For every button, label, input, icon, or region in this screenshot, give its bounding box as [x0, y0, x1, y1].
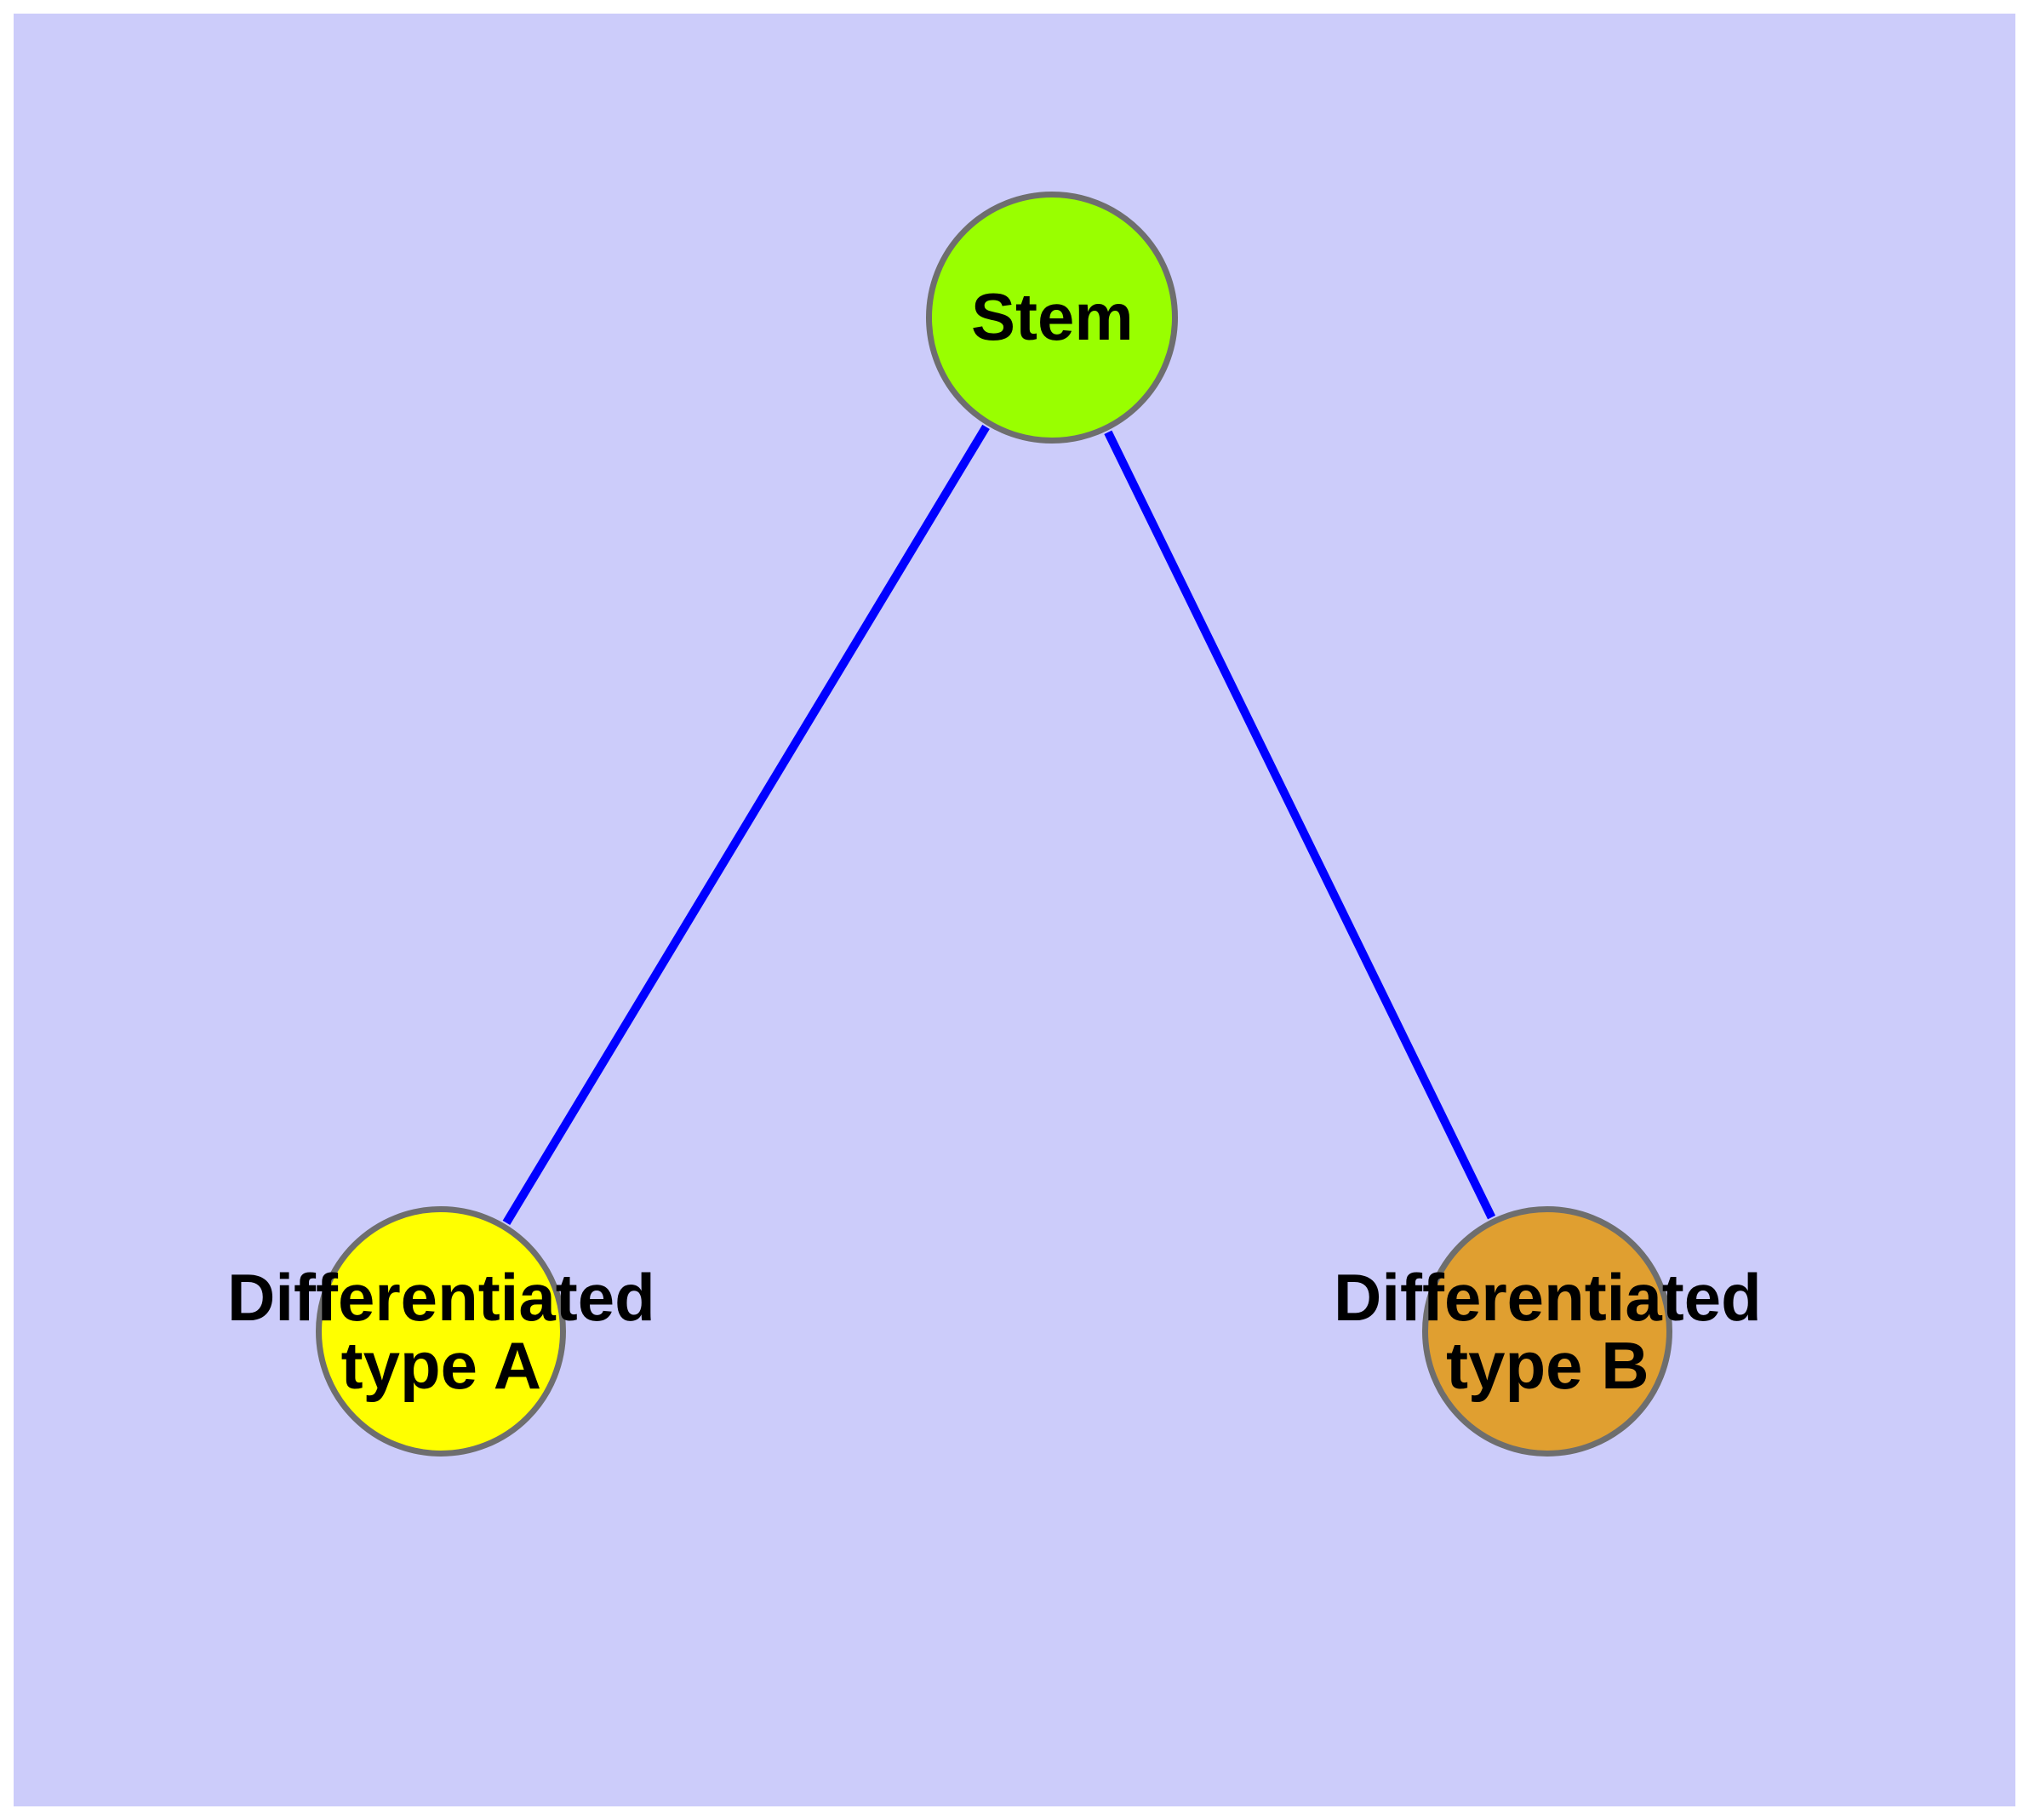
graph-edge[interactable] — [1104, 430, 1496, 1220]
node-layer — [316, 192, 1672, 1457]
graph-node-stem[interactable] — [926, 192, 1178, 444]
graph-node-diff_b[interactable] — [1422, 1206, 1672, 1457]
edge-layer — [502, 424, 1496, 1225]
graph-edge[interactable] — [502, 424, 990, 1225]
graph-node-diff_a[interactable] — [316, 1206, 566, 1457]
